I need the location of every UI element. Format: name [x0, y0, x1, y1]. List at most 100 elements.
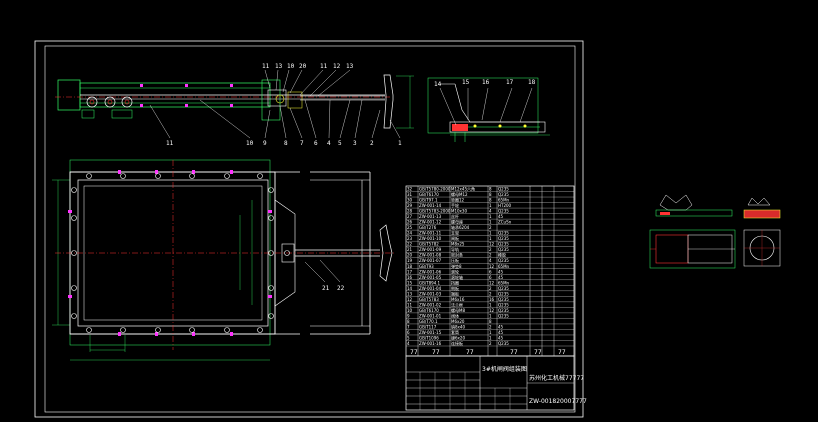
- table-cell: 23: [407, 236, 413, 241]
- footer-code-6: 77: [558, 349, 566, 356]
- balloon-2-bottom: 2: [370, 140, 374, 147]
- balloon-12-top: 12: [333, 63, 341, 70]
- balloon-11b-top: 11: [320, 63, 328, 70]
- table-cell: 12: [489, 308, 495, 313]
- table-cell: 45: [498, 324, 504, 329]
- table-cell: 65Mn: [498, 198, 510, 203]
- table-cell: 1: [489, 231, 492, 236]
- table-cell: 套筒: [451, 329, 459, 335]
- section-view[interactable]: 14 15 16 17 18: [427, 77, 550, 142]
- table-cell: Q235: [498, 302, 509, 307]
- table-cell: Q235: [498, 297, 509, 302]
- table-cell: 21: [407, 247, 413, 252]
- table-cell: 弹垫8: [451, 263, 462, 269]
- table-cell: M6x20: [451, 319, 465, 324]
- table-cell: 8: [489, 192, 492, 197]
- table-cell: Q235: [498, 291, 509, 296]
- balloon-17-side: 17: [506, 79, 514, 86]
- table-cell: GB/T5780-2000: [419, 187, 451, 192]
- table-cell: 丝杆: [451, 213, 459, 219]
- table-cell: 19: [407, 258, 413, 263]
- table-cell: 14: [407, 286, 413, 291]
- table-cell: Q235: [498, 308, 509, 313]
- table-cell: ZW-001-14: [419, 203, 442, 208]
- table-cell: ZW-001-09: [419, 247, 442, 252]
- table-cell: GB/T276: [419, 225, 437, 230]
- table-cell: 27: [407, 214, 413, 219]
- table-cell: 1: [489, 236, 492, 241]
- table-cell: 32: [407, 187, 413, 192]
- table-cell: 15: [407, 280, 413, 285]
- table-cell: 5: [407, 335, 410, 340]
- company-text: 苏州化工机械77777: [529, 374, 584, 382]
- table-cell: ZW-001-06: [419, 269, 442, 274]
- table-cell: 65Mn: [498, 280, 510, 285]
- table-cell: 4: [489, 258, 492, 263]
- table-cell: M12x45六角: [451, 186, 475, 192]
- table-cell: 支架: [451, 230, 459, 236]
- table-cell: 2: [489, 341, 492, 346]
- table-cell: 16: [489, 297, 495, 302]
- table-cell: 12: [489, 280, 495, 285]
- table-cell: 阀体: [451, 312, 459, 318]
- table-cell: 1: [489, 313, 492, 318]
- table-cell: ZW-001-02: [419, 302, 442, 307]
- table-cell: 12: [489, 264, 495, 269]
- table-cell: 45: [498, 214, 504, 219]
- table-cell: 侧板: [451, 285, 459, 291]
- table-cell: 24: [407, 231, 413, 236]
- table-cell: 2: [489, 253, 492, 258]
- table-cell: GB/T6170: [419, 192, 439, 197]
- balloon-16-side: 16: [482, 79, 490, 86]
- table-cell: GB/T93: [419, 264, 434, 269]
- table-cell: 45: [498, 269, 504, 274]
- table-cell: 6: [407, 330, 410, 335]
- balloon-11-top: 11: [262, 63, 270, 70]
- table-cell: 滚轮: [451, 268, 459, 274]
- table-cell: ZW-001-04: [419, 286, 442, 291]
- balloon-10-top: 10: [287, 63, 295, 70]
- footer-code-1: 77: [410, 349, 418, 356]
- table-cell: 1: [489, 330, 492, 335]
- table-cell: 7: [407, 324, 410, 329]
- table-cell: 45: [498, 330, 504, 335]
- balloon-10-bottom: 10: [246, 140, 254, 147]
- balloon-7-bottom: 7: [300, 140, 304, 147]
- table-cell: 6: [489, 275, 492, 280]
- table-cell: 8: [489, 198, 492, 203]
- drawing-thumbnail[interactable]: [649, 194, 781, 269]
- table-cell: ZW-001-08: [419, 253, 442, 258]
- table-cell: ZW-001-10: [419, 236, 442, 241]
- table-cell: 45: [498, 335, 504, 340]
- table-cell: 13: [407, 291, 413, 296]
- table-cell: 手轮: [451, 202, 459, 208]
- table-cell: Q235: [498, 192, 509, 197]
- plan-view[interactable]: 21 22: [52, 159, 395, 361]
- table-cell: GB/T5783: [419, 297, 439, 302]
- balloon-4-bottom: 4: [327, 140, 331, 147]
- table-cell: HT200: [498, 203, 512, 208]
- side-elevation-view[interactable]: 11 13 10 20 11 12 13 11 10 9 8 7 6 4 5 3…: [55, 63, 414, 147]
- table-cell: GB/T1096: [419, 335, 439, 340]
- table-cell: 法兰框: [451, 301, 463, 307]
- balloon-3-bottom: 3: [353, 140, 357, 147]
- table-cell: Q235: [498, 313, 509, 318]
- footer-code-3: 77: [466, 349, 474, 356]
- sheet-border-inner: [44, 45, 576, 413]
- title-block[interactable]: 3#机闸阀组装图 苏州化工机械77777 ZW-001820007777: [405, 355, 587, 411]
- table-cell: Q235: [498, 258, 509, 263]
- table-cell: Q235: [498, 247, 509, 252]
- table-cell: GB/T894.1: [419, 280, 441, 285]
- table-cell: 29: [407, 203, 413, 208]
- table-cell: ZW-001-13: [419, 214, 442, 219]
- balloon-13b-top: 13: [346, 63, 354, 70]
- table-cell: 26: [407, 220, 413, 225]
- table-cell: 11: [407, 302, 413, 307]
- balloon-13-top: 13: [275, 63, 283, 70]
- table-cell: 8: [407, 319, 410, 324]
- table-cell: Q235: [498, 209, 509, 214]
- footer-code-2: 77: [432, 349, 440, 356]
- table-cell: 16: [407, 275, 413, 280]
